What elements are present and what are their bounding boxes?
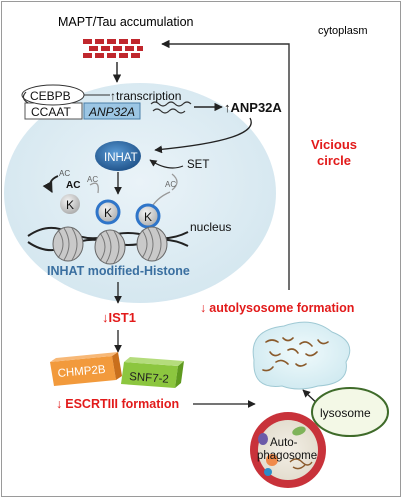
ac-tail-left <box>89 182 99 194</box>
nucleus-label: nucleus <box>190 220 231 234</box>
svg-text:SNF7-2: SNF7-2 <box>129 371 169 386</box>
autophagosome-label-2: phagosome <box>257 450 317 462</box>
nucleosome-dna-icon <box>27 226 189 265</box>
anp32a-protein-label: ↑ANP32A <box>224 100 282 115</box>
chmp2b-shape: CHMP2B <box>50 352 122 386</box>
cebpb-curl-icon <box>22 91 29 104</box>
snf7-2-shape: SNF7-2 <box>121 357 184 388</box>
tau-aggregate-icon <box>83 39 143 58</box>
vicious-circle-label-2: circle <box>317 153 351 168</box>
inhat-complex <box>95 141 141 171</box>
arrow-set <box>149 159 184 169</box>
arrow-vicious-feedback <box>161 39 290 290</box>
lysine-k-blocked-2: K <box>135 203 161 229</box>
ac-label-left: AC <box>87 175 98 184</box>
svg-text:K: K <box>104 206 112 220</box>
lysine-k-blocked-1: K <box>95 199 121 225</box>
autolysosome-label: ↓autolysosome formation <box>200 301 354 315</box>
svg-text:K: K <box>144 210 152 224</box>
autophagosome <box>250 412 326 488</box>
tau-accumulation-label: MAPT/Tau accumulation <box>58 15 194 29</box>
autolysosome-blob <box>252 321 351 390</box>
inhat-histone-label: INHAT modified-Histone <box>47 264 190 278</box>
lysosome <box>311 387 389 437</box>
ac-tail-right <box>171 173 178 191</box>
transcription-label: ↑transcription <box>110 89 181 103</box>
acetyl-release-icon: AC AC <box>42 169 80 193</box>
svg-text:CHMP2B: CHMP2B <box>57 364 106 380</box>
svg-text:AC: AC <box>59 169 70 178</box>
svg-text:K: K <box>66 198 74 212</box>
cebpb-label: CEBPB <box>30 89 71 103</box>
anp32a-gene-label: ANP32A <box>88 105 135 119</box>
mrna-squiggle-icon <box>150 101 192 114</box>
anp32a-gene-box <box>83 102 141 120</box>
autophagosome-label-1: Auto- <box>270 437 298 449</box>
arrow-anp32a-to-inhat <box>154 117 252 154</box>
vicious-circle-label-1: Vicious <box>311 137 357 152</box>
set-label: SET <box>187 159 209 171</box>
escrt-label: ↓ESCRTIII formation <box>56 397 179 411</box>
cytoplasm-label: cytoplasm <box>318 25 368 37</box>
inhat-label: INHAT <box>104 152 138 164</box>
ac-label-right: AC <box>165 180 176 189</box>
ist1-label: ↓IST1 <box>102 310 136 325</box>
ccaat-label: CCAAT <box>31 105 71 119</box>
svg-text:AC: AC <box>66 180 80 191</box>
lysine-k-plain: K <box>60 194 80 214</box>
lysosome-label: lysosome <box>320 406 371 420</box>
